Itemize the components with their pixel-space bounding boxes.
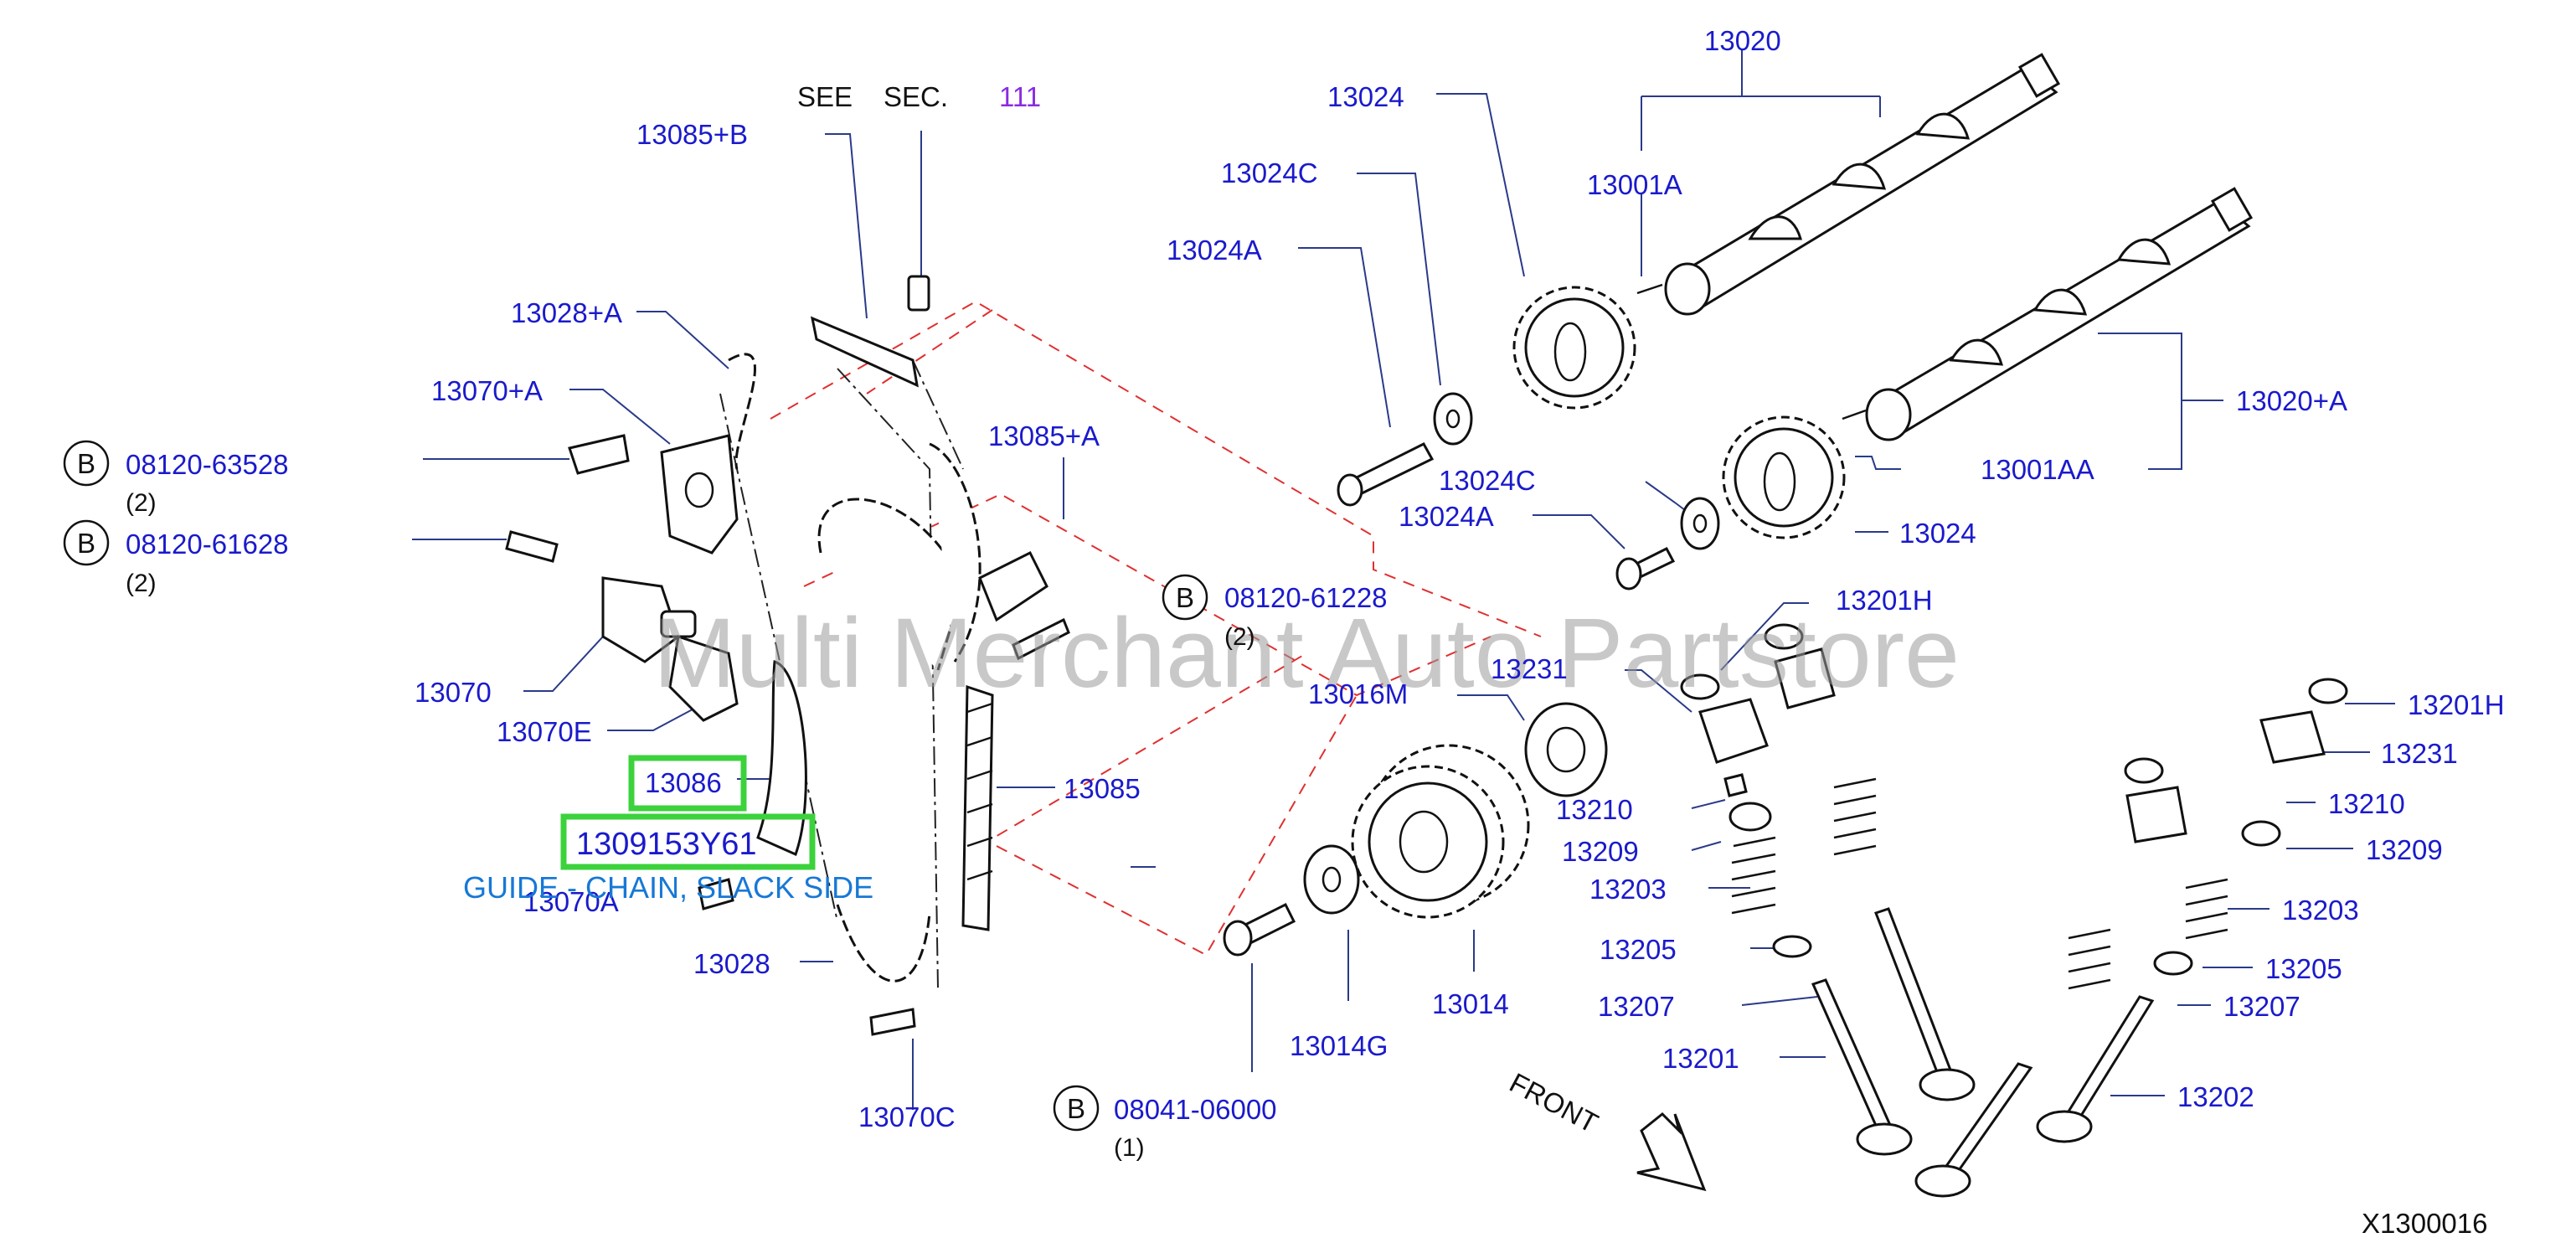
- part-label-13070A-plus[interactable]: 13070+A: [431, 375, 543, 406]
- part-label-13024-low[interactable]: 13024: [1899, 518, 1976, 549]
- part-label-13201H-top[interactable]: 13201H: [1836, 585, 1933, 616]
- circle-letter: B: [1176, 582, 1194, 613]
- part-label-13028[interactable]: 13028: [693, 948, 770, 979]
- washers-and-bolts: [1223, 392, 1720, 957]
- sec-label: SEC.: [884, 81, 948, 112]
- part-label-13020A-plus[interactable]: 13020+A: [2236, 385, 2347, 416]
- part-label-13202[interactable]: 13202: [2177, 1081, 2254, 1112]
- watermark: Multi Merchant Auto Partstore: [653, 598, 1960, 709]
- bolt-qty: (2): [1224, 623, 1255, 651]
- part-number-labels: 13020 13024 13001A 13085+B 13024C 13024A…: [415, 25, 2505, 1132]
- part-label-13231-top[interactable]: 13231: [1491, 653, 1568, 684]
- bolt-number: 08120-61228: [1224, 582, 1388, 613]
- tension-side-guide: [961, 684, 994, 931]
- highlight-box-1309153Y61: [560, 813, 816, 870]
- camshaft-lower: [1842, 187, 2254, 441]
- part-label-13020[interactable]: 13020: [1704, 25, 1781, 56]
- part-label-13085[interactable]: 13085: [1064, 773, 1141, 804]
- part-label-13209-right[interactable]: 13209: [2366, 834, 2443, 865]
- part-label-13024A-low[interactable]: 13024A: [1399, 501, 1494, 532]
- part-label-13014[interactable]: 13014: [1432, 988, 1509, 1019]
- part-label-13203-left[interactable]: 13203: [1589, 874, 1667, 905]
- bolt-qty: (2): [126, 489, 157, 517]
- tensioner-assembly: [505, 434, 739, 722]
- chain-centerlines: [719, 359, 964, 989]
- crank-sprocket: [1351, 744, 1530, 919]
- circle-letter: B: [1067, 1093, 1085, 1124]
- sec-number-link[interactable]: 111: [999, 81, 1041, 112]
- front-arrow-icon: [1636, 1111, 1707, 1192]
- circle-letter: B: [77, 528, 95, 559]
- slack-side-guide: [756, 660, 807, 857]
- part-label-13001AA[interactable]: 13001AA: [1981, 454, 2094, 485]
- part-label-13207-left[interactable]: 13207: [1598, 991, 1675, 1022]
- bolt-ref-08120-61628[interactable]: B 08120-61628 (2): [63, 519, 289, 597]
- valve-train-left: [1680, 623, 1976, 1156]
- circle-b-icon: [63, 519, 110, 566]
- part-label-13070A[interactable]: 13070A: [523, 886, 619, 917]
- bolt-ref-08120-61228[interactable]: B 08120-61228 (2): [1162, 574, 1388, 651]
- bolt-number: 08120-61628: [126, 529, 289, 560]
- bolt-number: 08120-63528: [126, 449, 289, 480]
- part-label-13207-right[interactable]: 13207: [2223, 991, 2300, 1022]
- part-label-13001A[interactable]: 13001A: [1587, 169, 1682, 200]
- part-label-13210-left[interactable]: 13210: [1556, 794, 1633, 825]
- circle-letter: B: [77, 448, 95, 479]
- part-label-13086[interactable]: 13086: [645, 767, 722, 798]
- camshaft-upper: [1636, 53, 2061, 316]
- part-label-13070[interactable]: 13070: [415, 677, 492, 708]
- part-label-13070E[interactable]: 13070E: [497, 716, 592, 747]
- bolt-number: 08041-06000: [1114, 1094, 1277, 1125]
- leader-lines: [412, 50, 2395, 1110]
- part-label-13028A[interactable]: 13028+A: [511, 297, 622, 328]
- valve-train-right: [1914, 678, 2348, 1198]
- highlight-box-13086: [628, 755, 747, 812]
- part-label-13085B[interactable]: 13085+B: [636, 119, 748, 150]
- part-label-13205-left[interactable]: 13205: [1600, 934, 1677, 965]
- timing-chains: [728, 353, 981, 983]
- see-label: SEE: [797, 81, 853, 112]
- bolt-ref-08041-06000[interactable]: B 08041-06000 (1): [1053, 1085, 1277, 1162]
- circle-b-icon: [1053, 1085, 1100, 1132]
- sprocket-upper: [1512, 286, 1636, 410]
- part-label-13201[interactable]: 13201: [1662, 1043, 1739, 1074]
- bolt-qty: (1): [1114, 1134, 1145, 1162]
- circle-b-icon: [63, 440, 110, 487]
- bolt-qty: (2): [126, 570, 157, 597]
- circle-b-icon: [1162, 574, 1208, 621]
- part-label-13024C-top[interactable]: 13024C: [1221, 157, 1318, 188]
- upper-guides: [698, 275, 1070, 1036]
- front-label: FRONT: [1505, 1067, 1604, 1139]
- part-label-13203-right[interactable]: 13203: [2282, 895, 2359, 926]
- part-label-13085A-plus[interactable]: 13085+A: [988, 420, 1100, 451]
- part-label-13209-left[interactable]: 13209: [1562, 836, 1639, 867]
- part-label-13024-top[interactable]: 13024: [1327, 81, 1404, 112]
- part-label-13205-right[interactable]: 13205: [2265, 953, 2342, 984]
- part-label-13201H-right[interactable]: 13201H: [2408, 689, 2505, 720]
- highlight-part-number[interactable]: 1309153Y61: [576, 827, 757, 862]
- part-label-13070C[interactable]: 13070C: [858, 1101, 956, 1132]
- part-label-13231-right[interactable]: 13231: [2381, 738, 2458, 769]
- part-label-13024A-top[interactable]: 13024A: [1167, 235, 1262, 266]
- part-label-13210-right[interactable]: 13210: [2328, 788, 2405, 819]
- part-label-13024C-low[interactable]: 13024C: [1439, 465, 1536, 496]
- part-label-13014G[interactable]: 13014G: [1290, 1030, 1388, 1061]
- figure-code: X1300016: [2362, 1208, 2487, 1239]
- part-label-13016M[interactable]: 13016M: [1308, 678, 1408, 709]
- sprocket-lower: [1722, 415, 1846, 539]
- bolt-ref-08120-63528[interactable]: B 08120-63528 (2): [63, 440, 289, 517]
- part-caption: GUIDE - CHAIN, SLACK SIDE: [463, 870, 873, 905]
